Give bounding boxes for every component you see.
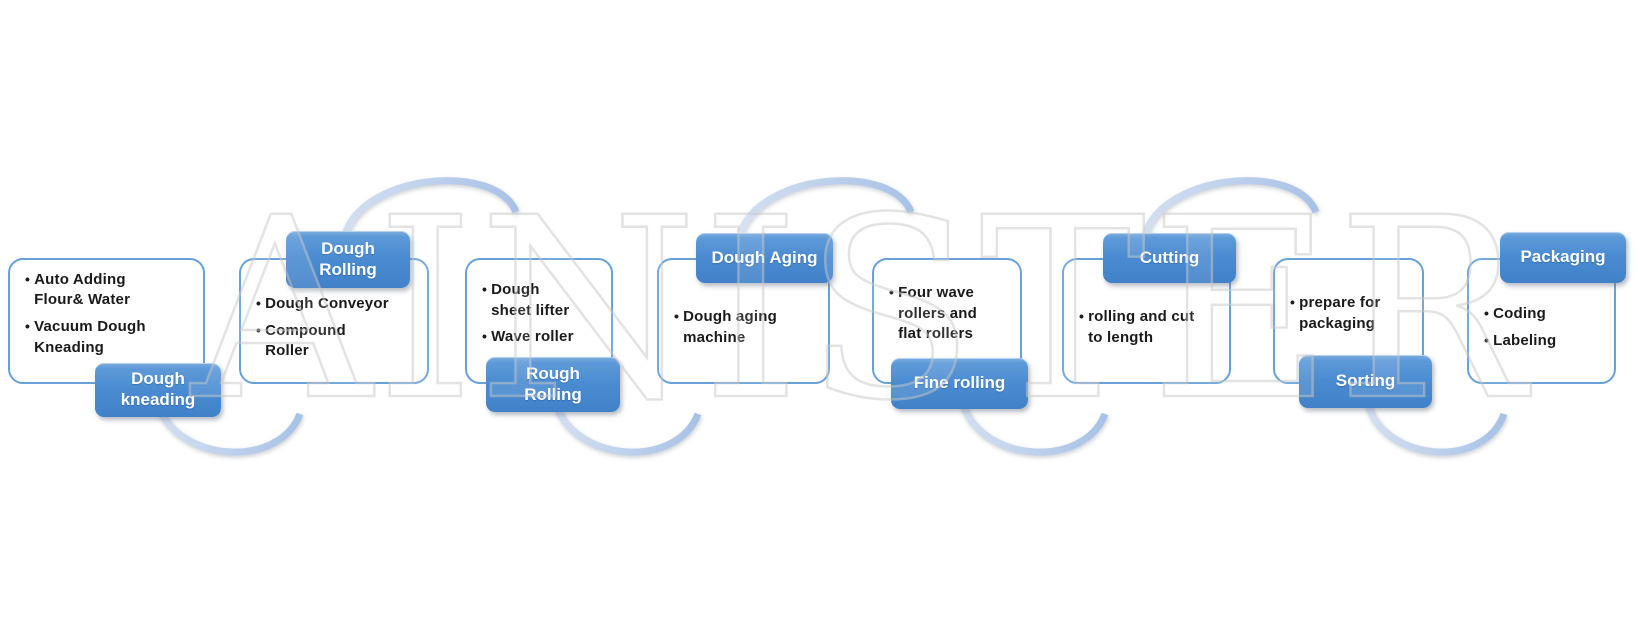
bullet-text: Vacuum Dough Kneading: [34, 318, 146, 356]
bullet-text: Four wave rollers and flat rollers: [898, 283, 978, 343]
stage-label: Fine rolling: [891, 358, 1028, 409]
curved-arrow-bottom-icon: [1364, 402, 1508, 456]
bullet-item: rolling and cut to length: [1079, 307, 1223, 348]
bullet-text: rolling and cut to length: [1088, 308, 1195, 346]
bullet-item: Dough aging machine: [674, 307, 822, 348]
stage-label: Rough Rolling: [486, 357, 620, 412]
stage-label: Cutting: [1103, 233, 1236, 283]
stage-label: Dough kneading: [95, 363, 221, 417]
bullet-item: prepare for packaging: [1290, 293, 1416, 334]
curved-arrow-bottom-icon: [959, 402, 1109, 456]
stage-box: Auto Adding Flour& Water Vacuum Dough Kn…: [8, 258, 205, 384]
bullet-text: Wave roller: [491, 328, 574, 346]
bullet-item: Wave roller: [482, 327, 605, 348]
bullet-item: Dough sheet lifter: [482, 280, 605, 321]
bullet-text: Dough aging machine: [683, 308, 777, 346]
stage-label: Packaging: [1500, 232, 1626, 283]
stage-label: Sorting: [1299, 355, 1432, 408]
bullet-text: Coding: [1493, 305, 1546, 323]
bullet-text: Dough Conveyor: [265, 294, 389, 312]
curved-arrow-top-icon: [1142, 177, 1320, 234]
bullet-text: Auto Adding Flour& Water: [34, 270, 131, 309]
bullet-item: Vacuum Dough Kneading: [25, 317, 197, 358]
stage-label: Dough Rolling: [286, 231, 410, 288]
bullet-item: Coding: [1484, 304, 1608, 325]
bullet-item: Dough Conveyor: [256, 294, 421, 315]
bullet-item: Labeling: [1484, 331, 1608, 352]
bullet-text: Compound Roller: [265, 321, 346, 360]
stage-label: Dough Aging: [696, 233, 833, 283]
bullet-item: Auto Adding Flour& Water: [25, 270, 197, 311]
curved-arrow-top-icon: [737, 177, 915, 234]
bullet-item: Four wave rollers and flat rollers: [889, 283, 1014, 345]
bullet-item: Compound Roller: [256, 321, 421, 362]
curved-arrow-bottom-icon: [154, 402, 304, 456]
bullet-text: Labeling: [1493, 332, 1557, 349]
curved-arrow-bottom-icon: [552, 402, 702, 456]
bullet-text: prepare for packaging: [1299, 294, 1381, 332]
bullet-text: Dough sheet lifter: [491, 280, 570, 319]
curved-arrow-top-icon: [342, 177, 520, 234]
